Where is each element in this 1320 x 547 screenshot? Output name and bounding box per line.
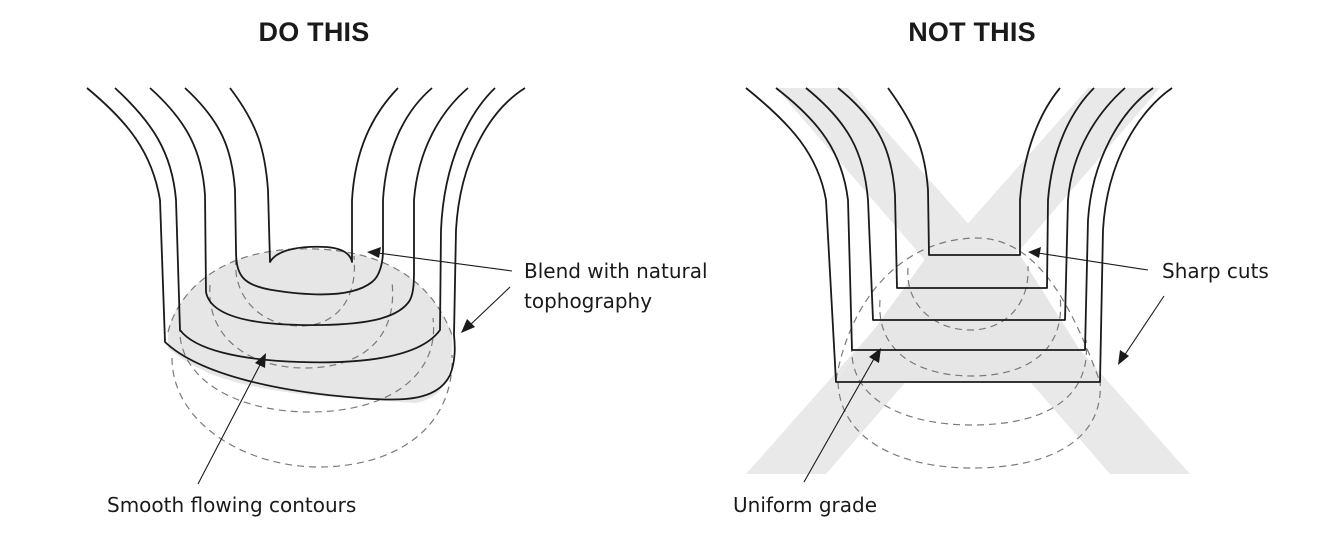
smooth-contours: [86, 87, 526, 401]
callout-blend-line1: Blend with natural: [524, 259, 708, 283]
not-this-title: NOT THIS: [908, 17, 1036, 47]
original-contours-right: [835, 237, 1101, 469]
callout-arrows-left: [197, 247, 513, 485]
callout-arrows-right: [803, 247, 1165, 483]
do-this-title: DO THIS: [259, 17, 370, 47]
sharp-contours: [745, 87, 1173, 383]
do-this-panel: DO THIS Blend with natur: [86, 17, 708, 517]
callout-uniform-grade: Uniform grade: [733, 493, 877, 517]
callout-smooth-contours: Smooth flowing contours: [107, 493, 356, 517]
callout-blend-line2: tophography: [524, 289, 652, 313]
callout-sharp-cuts: Sharp cuts: [1162, 259, 1269, 283]
not-this-panel: NOT THIS: [733, 17, 1269, 517]
